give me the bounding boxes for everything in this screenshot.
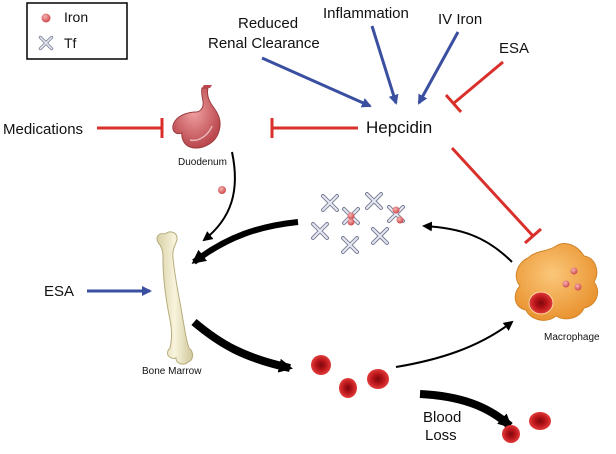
transferrin-to-marrow-arrow [191,219,299,265]
hepcidin-inhibits-duodenum [270,118,358,138]
transferrin-iron-cluster [311,192,405,254]
marrow-to-rbc-arrow [191,318,293,373]
esa-inhibits-hepcidin [444,60,504,113]
reduced-renal-label-1: Reduced [238,15,298,32]
rbc-to-macrophage-arrow [395,320,514,368]
bone-marrow-label: Bone Marrow [142,366,202,377]
renal-to-hepcidin-arrow [261,56,372,108]
iv-iron-to-hepcidin-arrow [417,31,460,105]
duodenum-to-marrow-arrow [202,151,236,242]
hepcidin-inhibits-macrophage [450,146,542,245]
duodenum-label: Duodenum [178,157,227,168]
medications-label: Medications [3,121,83,138]
legend-iron-label: Iron [64,9,88,25]
esa-left-label: ESA [44,283,74,300]
inflammation-label: Inflammation [323,5,409,22]
macrophage-to-transferrin-arrow [422,221,513,263]
macrophage-label: Macrophage [544,332,600,343]
macrophage-icon [514,243,599,321]
esa-top-label: ESA [499,40,529,57]
lost-rbcs [502,412,551,443]
legend: Iron Tf [26,2,128,60]
absorbed-iron-icon [218,186,226,194]
iron-legend-icon [41,13,51,23]
legend-tf-label: Tf [64,35,77,51]
bone-icon [156,231,194,365]
reduced-renal-label-2: Renal Clearance [208,35,320,52]
blood-loss-arrow [419,390,513,430]
blood-loss-label-2: Loss [425,427,457,444]
medications-inhibit-duodenum [97,118,164,138]
stomach-duodenum-icon [172,85,221,149]
inflammation-to-hepcidin-arrow [370,25,399,105]
iv-iron-label: IV Iron [438,11,482,28]
circulating-rbcs [311,355,389,398]
blood-loss-label-1: Blood [423,409,461,426]
hepcidin-label: Hepcidin [366,118,432,137]
